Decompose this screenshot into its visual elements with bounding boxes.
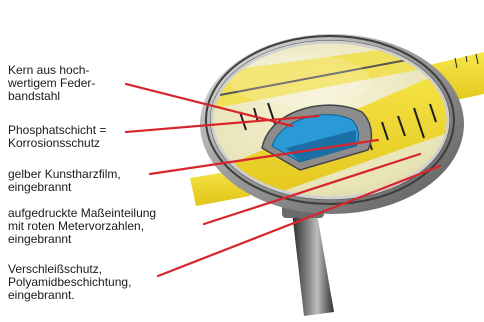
- label-printed-scale: aufgedruckte Maßeinteilung mit roten Met…: [8, 207, 208, 246]
- magnifier-handle: [282, 196, 334, 316]
- label-wear-protection: Verschleißschutz, Polyamidbeschichtung, …: [8, 263, 178, 302]
- label-resin-film: gelber Kunstharzfilm, eingebrannt: [8, 168, 148, 194]
- label-core-steel: Kern aus hoch- wertigem Feder- bandstahl: [8, 64, 128, 103]
- label-phosphate-layer: Phosphatschicht = Korrosionsschutz: [8, 124, 138, 150]
